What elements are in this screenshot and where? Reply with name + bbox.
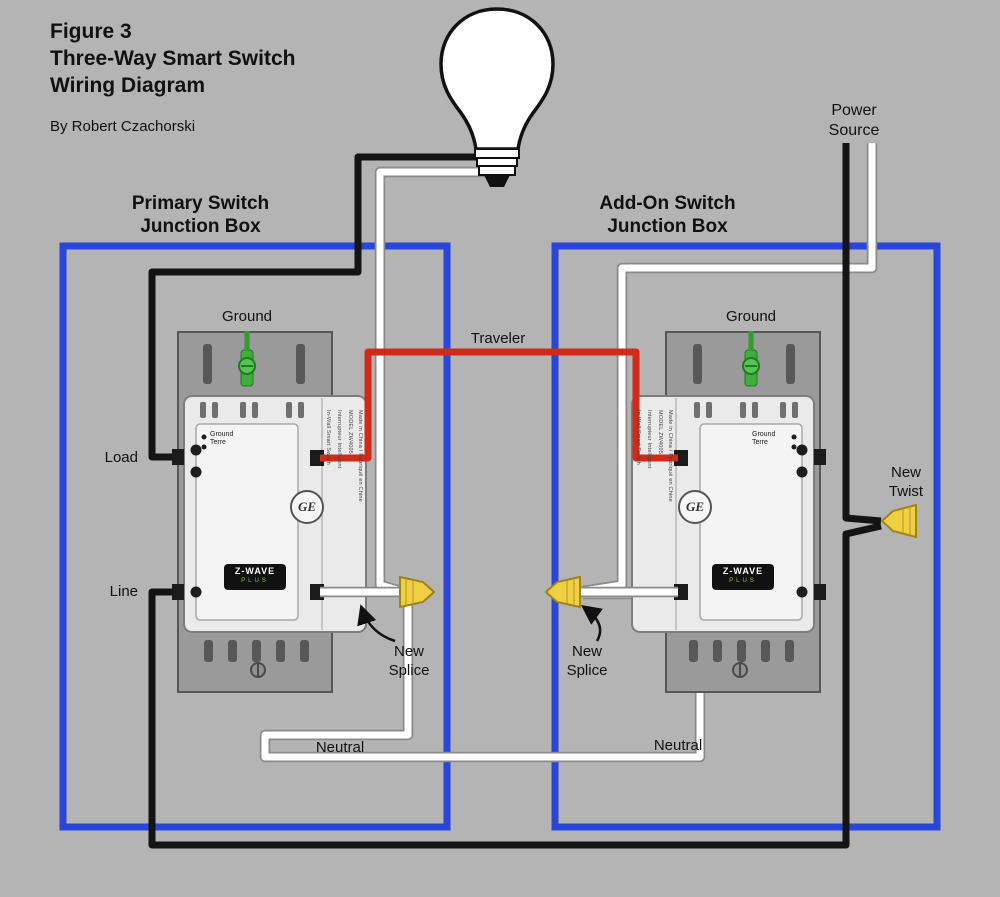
new-splice-primary-line1: New xyxy=(393,643,424,660)
splice-nut-primary xyxy=(399,575,436,609)
zwave-badge-line2: PLUS xyxy=(241,578,269,584)
splice-arrow-primary xyxy=(357,604,396,643)
device-fine-print: MODEL ZW4005 xyxy=(657,410,663,455)
device-fine-print: Made in China / Fabriqué en Chine xyxy=(667,410,673,502)
addon-box-title-line1: Add-On Switch xyxy=(599,193,736,214)
ge-logo-addon: GE xyxy=(678,490,712,524)
primary-box-title-line2: Junction Box xyxy=(140,216,261,237)
rocker-paddle xyxy=(195,423,299,621)
new-splice-label-addon: New Splice xyxy=(557,642,617,680)
new-splice-addon-line2: Splice xyxy=(566,662,608,679)
addon-junction-box xyxy=(551,242,941,831)
smart-switch-addon xyxy=(631,331,826,693)
neutral-label-addon: Neutral xyxy=(653,737,703,754)
primary-junction-box xyxy=(59,242,451,831)
power-source-line1: Power xyxy=(831,102,877,119)
splice-nut-addon xyxy=(544,575,581,609)
ground-label-addon: Ground xyxy=(725,308,777,325)
ground-terminal-line1: Ground xyxy=(210,431,234,438)
strap-slot xyxy=(786,344,795,384)
neutral-label-primary: Neutral xyxy=(315,739,365,756)
strap-vents xyxy=(689,640,794,662)
load-terminal xyxy=(172,449,184,465)
bulb-tip xyxy=(484,175,510,187)
wire-nuts xyxy=(399,503,917,609)
figure-label: Figure 3 xyxy=(50,20,132,43)
device-fine-print: Interrupteur Intelligent xyxy=(646,410,652,469)
line-terminal xyxy=(172,584,184,600)
body-vents xyxy=(200,402,304,418)
neutral-wire-bulb-outline xyxy=(374,166,500,597)
ground-terminal-line2: Terre xyxy=(210,439,226,447)
body-vents xyxy=(694,402,798,418)
new-splice-addon-line1: New xyxy=(571,643,602,660)
new-twist-line2: Twist xyxy=(888,483,924,500)
strap-slot xyxy=(296,344,305,384)
traveler-terminal xyxy=(674,450,688,466)
load-terminal xyxy=(814,449,826,465)
zwave-badge-line1: Z-WAVE xyxy=(234,566,276,576)
terminal-screws xyxy=(791,434,808,598)
figure-title: Figure 3 Three-Way Smart Switch Wiring D… xyxy=(50,18,295,99)
twist-nut xyxy=(880,503,917,539)
load-label: Load xyxy=(104,449,138,466)
neutral-wire-bulb xyxy=(376,168,500,595)
addon-box-title: Add-On Switch Junction Box xyxy=(546,192,789,238)
ground-terminal-line1: Ground xyxy=(752,431,776,438)
primary-box-title: Primary Switch Junction Box xyxy=(78,192,323,238)
bulb-base xyxy=(474,148,520,176)
ground-terminal-text-primary: Ground Terre xyxy=(210,431,233,448)
figure-title-line2: Wiring Diagram xyxy=(50,74,205,97)
strap-slot xyxy=(693,344,702,384)
bulb-glass xyxy=(439,7,555,151)
new-twist-label: New Twist xyxy=(877,463,935,501)
device-fine-print: MODEL ZW4005 xyxy=(347,410,353,455)
figure-author: By Robert Czachorski xyxy=(50,118,196,135)
line-hot-wire xyxy=(148,522,882,849)
power-hot-wire xyxy=(842,143,882,525)
terminal-screws xyxy=(190,434,207,598)
new-splice-primary-line2: Splice xyxy=(388,662,430,679)
line-label: Line xyxy=(109,583,138,600)
line-terminal xyxy=(814,584,826,600)
smart-switch-primary xyxy=(172,331,367,693)
power-source-label: Power Source xyxy=(818,101,890,141)
primary-box-title-line1: Primary Switch xyxy=(131,193,270,214)
device-fine-print: In-Wall Smart Switch xyxy=(635,410,641,465)
device-fine-print: Interrupteur Intelligent xyxy=(336,410,342,469)
traveler-label: Traveler xyxy=(470,330,526,347)
strap-vents xyxy=(204,640,309,662)
traveler-wire xyxy=(320,348,678,462)
rocker-paddle xyxy=(699,423,803,621)
ground-label-primary: Ground xyxy=(221,308,273,325)
zwave-badge-line1: Z-WAVE xyxy=(722,566,764,576)
zwave-badge-primary: Z-WAVE PLUS xyxy=(224,564,286,590)
annotation-arrows xyxy=(357,604,604,643)
traveler-terminal xyxy=(310,450,324,466)
junction-boxes xyxy=(59,242,941,831)
wires-over xyxy=(320,348,678,598)
ground-terminal-line2: Terre xyxy=(752,439,768,447)
addon-box-title-line2: Junction Box xyxy=(607,216,728,237)
new-splice-label-primary: New Splice xyxy=(379,642,439,680)
strap-slot xyxy=(203,344,212,384)
ground-terminal-text-addon: Ground Terre xyxy=(752,431,775,448)
power-source-line2: Source xyxy=(828,122,880,139)
splice-arrow-addon xyxy=(580,605,604,642)
new-twist-line1: New xyxy=(890,464,921,481)
zwave-badge-line2: PLUS xyxy=(729,578,757,584)
device-fine-print: In-Wall Smart Switch xyxy=(325,410,331,465)
light-bulb xyxy=(439,7,555,187)
device-fine-print: Made in China / Fabriqué en Chine xyxy=(357,410,363,502)
load-wire-bulb xyxy=(148,153,500,461)
figure-title-line1: Three-Way Smart Switch xyxy=(50,47,296,70)
ge-logo-primary: GE xyxy=(290,490,324,524)
zwave-badge-addon: Z-WAVE PLUS xyxy=(712,564,774,590)
